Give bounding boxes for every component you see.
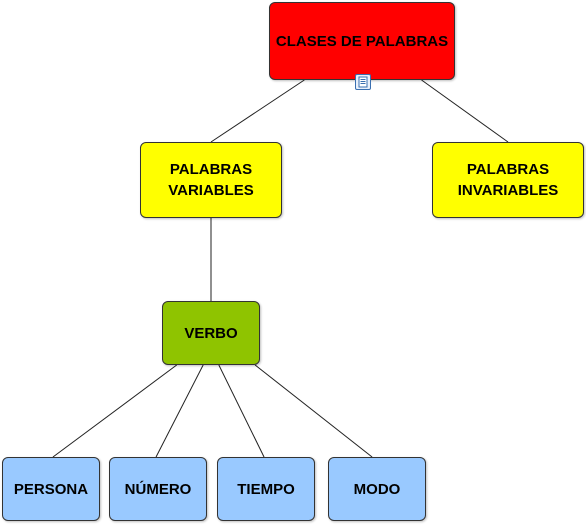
- concept-label: NÚMERO: [124, 480, 192, 498]
- concept-label: VERBO: [184, 324, 238, 342]
- concept-palabras-invariables[interactable]: PALABRAS INVARIABLES: [432, 142, 584, 218]
- concept-label: CLASES DE PALABRAS: [275, 32, 449, 50]
- concept-palabras-variables[interactable]: PALABRAS VARIABLES: [140, 142, 282, 218]
- connector-verbo-modo: [254, 364, 373, 458]
- connector-root-invariables: [421, 79, 509, 143]
- concept-clases-de-palabras[interactable]: CLASES DE PALABRAS: [269, 2, 455, 80]
- concept-label: PALABRAS VARIABLES: [168, 161, 254, 199]
- concept-label: MODO: [353, 480, 401, 498]
- concept-tiempo[interactable]: TIEMPO: [217, 457, 315, 521]
- connector-verbo-tiempo: [218, 364, 265, 458]
- concept-label: PERSONA: [13, 480, 89, 498]
- connector-verbo-numero: [155, 364, 204, 458]
- connector-verbo-persona: [52, 364, 177, 458]
- concept-label: PALABRAS INVARIABLES: [457, 161, 559, 199]
- concept-label: TIEMPO: [237, 480, 295, 498]
- concept-numero[interactable]: NÚMERO: [109, 457, 207, 521]
- connector-root-variables: [210, 79, 305, 143]
- concept-modo[interactable]: MODO: [328, 457, 426, 521]
- concept-persona[interactable]: PERSONA: [2, 457, 100, 521]
- concept-verbo[interactable]: VERBO: [162, 301, 260, 365]
- note-icon[interactable]: [355, 74, 371, 90]
